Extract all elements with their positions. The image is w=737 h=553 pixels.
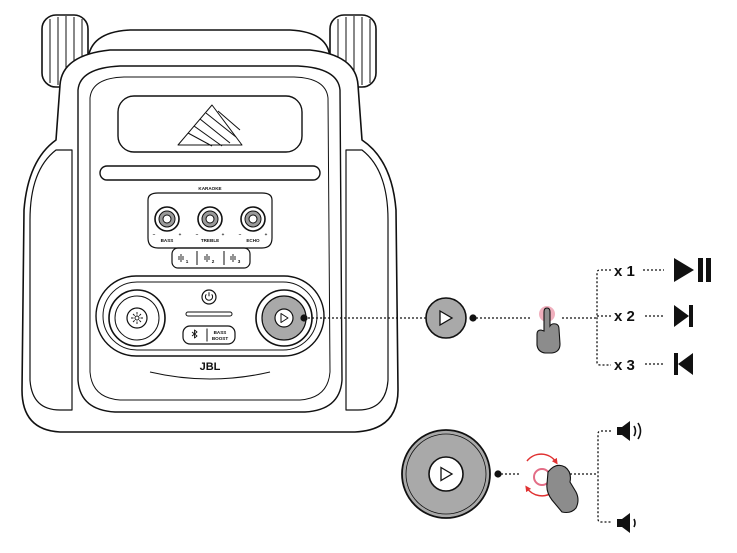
press-count-3: x 3 bbox=[614, 357, 635, 374]
play-pause-icon bbox=[674, 258, 711, 282]
front-frame bbox=[77, 65, 343, 413]
karaoke-panel bbox=[147, 192, 273, 249]
bluetooth-icon bbox=[191, 329, 198, 339]
top-window bbox=[117, 95, 303, 153]
press-count-1: x 1 bbox=[614, 263, 635, 280]
press-play-callout: x 1 x 2 x 3 bbox=[300, 258, 711, 375]
mic-icon bbox=[178, 254, 236, 262]
bass-minus: − bbox=[153, 232, 156, 237]
press-count-2: x 2 bbox=[614, 308, 635, 325]
mic-channel-3: 3 bbox=[238, 259, 241, 264]
treble-label: TREBLE bbox=[201, 238, 219, 243]
volume-up-icon bbox=[617, 421, 642, 441]
mic-channel-2: 2 bbox=[212, 259, 215, 264]
echo-plus: + bbox=[265, 232, 268, 237]
treble-plus: + bbox=[222, 232, 225, 237]
speaker bbox=[21, 14, 399, 433]
play-button-callout[interactable] bbox=[425, 297, 467, 339]
mic-channel-bar[interactable] bbox=[171, 247, 251, 269]
rotate-hand-icon bbox=[525, 453, 579, 514]
rotate-volume-callout bbox=[401, 421, 642, 533]
connector-dot bbox=[300, 314, 308, 322]
play-icon bbox=[280, 313, 289, 323]
bass-boost-line2: BOOST bbox=[212, 336, 229, 341]
grille-triangle bbox=[177, 104, 243, 147]
knob-treble[interactable] bbox=[197, 206, 223, 232]
play-icon bbox=[439, 309, 454, 327]
right-side-panel bbox=[345, 149, 389, 411]
volume-down-icon bbox=[617, 513, 636, 533]
power-button[interactable] bbox=[201, 289, 217, 305]
next-track-icon bbox=[674, 305, 693, 327]
connector-dot bbox=[469, 314, 477, 322]
previous-track-icon bbox=[674, 353, 693, 375]
light-icon bbox=[131, 312, 143, 324]
power-icon bbox=[204, 292, 214, 301]
treble-minus: − bbox=[196, 232, 199, 237]
knob-bass[interactable] bbox=[154, 206, 180, 232]
bass-plus: + bbox=[179, 232, 182, 237]
light-bar bbox=[99, 165, 321, 181]
brand-logo: JBL bbox=[200, 361, 221, 373]
control-panel bbox=[95, 275, 325, 357]
echo-label: ECHO bbox=[246, 238, 260, 243]
bass-label: BASS bbox=[161, 238, 174, 243]
panel-divider bbox=[185, 311, 233, 317]
press-hand-icon bbox=[536, 306, 561, 354]
echo-minus: − bbox=[239, 232, 242, 237]
light-mode-button[interactable] bbox=[108, 289, 166, 347]
left-side-panel bbox=[29, 149, 73, 411]
bass-boost-line1: BASS bbox=[214, 330, 227, 335]
knob-echo[interactable] bbox=[240, 206, 266, 232]
connector-dot bbox=[494, 470, 502, 478]
karaoke-label: KARAOKE bbox=[198, 186, 221, 191]
bluetooth-bassboost-bar[interactable] bbox=[182, 325, 236, 345]
mic-channel-1: 1 bbox=[186, 259, 189, 264]
volume-dial-button[interactable] bbox=[401, 429, 491, 519]
play-icon bbox=[440, 466, 454, 482]
